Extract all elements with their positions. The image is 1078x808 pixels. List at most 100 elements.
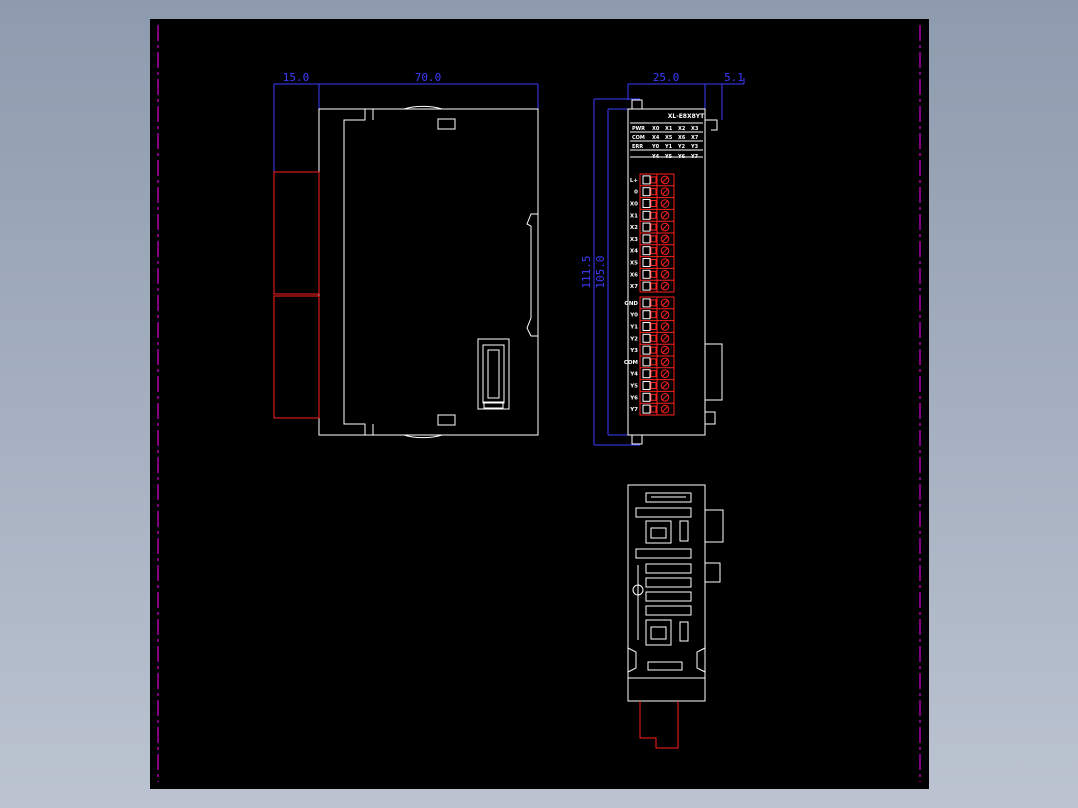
terminal-slot [642,175,651,185]
terminal-slot [642,310,651,320]
terminal-screw-icon [660,322,670,331]
terminal-pin [650,382,657,389]
terminal-screw-icon [660,199,670,208]
terminal-slot [642,187,651,197]
terminal-slot [642,269,651,279]
terminal-pin [650,405,657,413]
terminal-label: X0 [630,202,638,208]
terminal-label: Y0 [629,313,638,319]
terminal-screw-icon [660,345,670,355]
terminal-label: Y7 [629,407,638,413]
io-table-cell: X1 [665,126,673,132]
terminal-slot [642,281,651,291]
dim-front-height-outer: 111.5 [580,255,593,288]
terminal-pin [650,299,657,307]
terminal-screw-icon [660,281,670,291]
terminal-slot [642,404,651,414]
terminal-label: 0 [634,190,638,196]
terminal-pin [650,188,657,196]
terminal-pin [650,270,657,278]
terminal-label: Y1 [629,325,638,331]
drawing-sheet [150,19,929,789]
terminal-label: L+ [630,178,639,184]
terminal-label: X5 [630,261,638,267]
io-table-cell: ERR [632,144,643,150]
terminal-slot [642,234,651,244]
terminal-pin [650,211,657,219]
terminal-screw-icon [660,381,670,390]
terminal-pin [650,334,657,342]
io-table-cell: Y7 [690,154,699,160]
io-table-cell: PWR [632,126,645,132]
terminal-screw-icon [660,234,670,244]
terminal-pin [650,370,657,378]
terminal-slot [642,381,651,390]
terminal-slot [642,298,651,308]
terminal-slot [642,357,651,367]
terminal-slot [642,392,651,402]
terminal-slot [642,333,651,343]
terminal-screw-icon [660,211,670,220]
terminal-pin [650,235,657,243]
terminal-screw-icon [660,246,670,255]
terminal-pin [650,282,657,290]
terminal-pin [650,358,657,366]
io-table-cell: X5 [665,135,673,141]
terminal-slot [642,345,651,355]
terminal-screw-icon [660,357,670,367]
dim-front-width: 25.0 [653,71,680,84]
terminal-label: Y3 [629,348,638,354]
io-table-cell: Y2 [677,144,686,150]
dim-front-height-inner: 105.0 [594,255,607,288]
terminal-screw-icon [660,175,670,185]
io-table-cell: X7 [691,135,699,141]
terminal-label: X1 [630,213,638,219]
terminal-pin [650,346,657,354]
terminal-label: X6 [630,272,638,278]
io-table-cell: Y6 [677,154,686,160]
terminal-label: Y4 [629,372,638,378]
terminal-screw-icon [660,393,670,402]
model-label: XL-E8X8YT [668,113,705,120]
dim-front-offset: 5.1 [724,71,744,84]
io-table-cell: X2 [678,126,686,132]
terminal-pin [650,393,657,401]
terminal-screw-icon [660,310,670,320]
terminal-slot [642,199,651,208]
io-table-cell: COM [632,135,645,141]
terminal-label: COM [624,360,638,366]
terminal-pin [650,176,657,184]
terminal-pin [650,311,657,319]
io-table-cell: Y0 [651,144,660,150]
terminal-pin [650,247,657,255]
terminal-screw-icon [660,369,670,379]
bottom-view [627,484,724,749]
terminal-pin [650,223,657,231]
terminal-slot [642,246,651,256]
terminal-pin [650,200,657,207]
terminal-label: Y2 [629,336,638,342]
io-table-cell: Y4 [651,154,660,160]
terminal-label: GND [624,301,638,307]
io-table-cell: X4 [652,135,660,141]
terminal-slot [642,222,651,232]
terminal-screw-icon [660,270,670,279]
io-table-cell: X0 [652,126,660,132]
terminal-block: L+0X0X1X2X3X4X5X6X7GNDY0Y1Y2Y3COMY4Y5Y6Y… [624,173,675,416]
terminal-label: X3 [630,237,638,243]
io-table-cell: Y5 [664,154,673,160]
dim-side-depth-main: 70.0 [415,71,442,84]
terminal-label: Y6 [629,395,638,401]
terminal-slot [642,369,651,379]
terminal-pin [650,323,657,330]
terminal-screw-icon [660,258,670,267]
terminal-pin [650,259,657,266]
io-table-cell: X3 [691,126,699,132]
side-view: 15.0 70.0 [273,71,539,439]
io-table-cell: Y3 [690,144,699,150]
terminal-slot [642,322,651,331]
terminal-slot [642,210,651,220]
